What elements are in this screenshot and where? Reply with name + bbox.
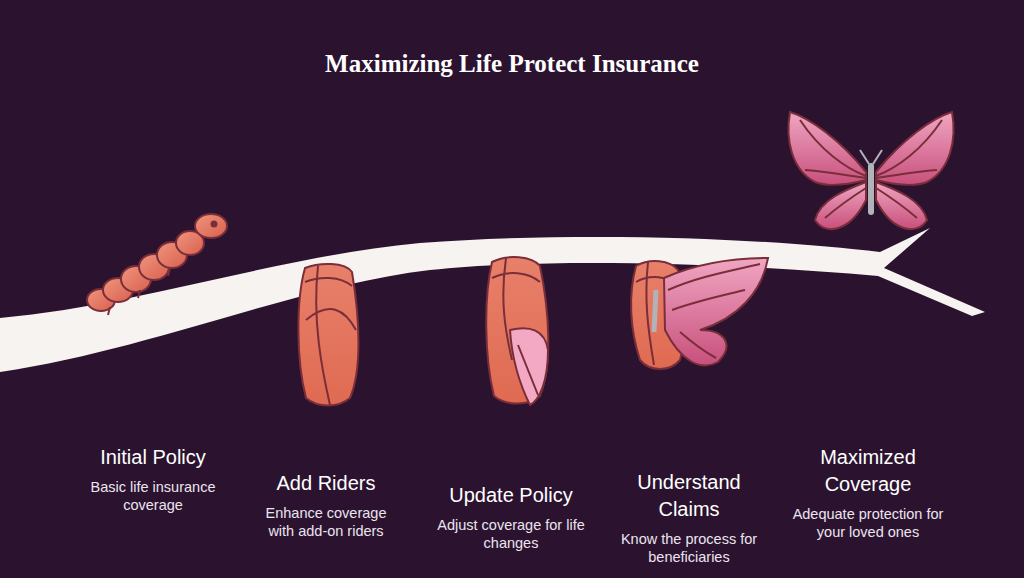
stage-description: Know the process for beneficiaries — [619, 530, 759, 566]
stage-heading: Add Riders — [251, 470, 401, 497]
chrysalis-opening — [486, 257, 548, 405]
stage-heading: Initial Policy — [73, 444, 233, 471]
chrysalis — [298, 264, 358, 406]
stage-heading: Update Policy — [431, 482, 591, 509]
stage-label: Maximized CoverageAdequate protection fo… — [788, 444, 948, 541]
stage-heading: Maximized Coverage — [788, 444, 948, 498]
stage-description: Basic life insurance coverage — [73, 478, 233, 514]
stage-heading: Understand Claims — [619, 469, 759, 523]
butterfly — [788, 112, 953, 229]
stage-label: Understand ClaimsKnow the process for be… — [619, 469, 759, 566]
stage-label: Initial PolicyBasic life insurance cover… — [73, 444, 233, 514]
diagram-title: Maximizing Life Protect Insurance — [0, 50, 1024, 78]
emerging-butterfly — [631, 258, 768, 369]
stage-description: Adjust coverage for life changes — [431, 516, 591, 552]
caterpillar — [87, 214, 227, 315]
stage-label: Update PolicyAdjust coverage for life ch… — [431, 482, 591, 552]
stage-description: Enhance coverage with add-on riders — [251, 504, 401, 540]
stage-label: Add RidersEnhance coverage with add-on r… — [251, 470, 401, 540]
stage-description: Adequate protection for your loved ones — [788, 505, 948, 541]
